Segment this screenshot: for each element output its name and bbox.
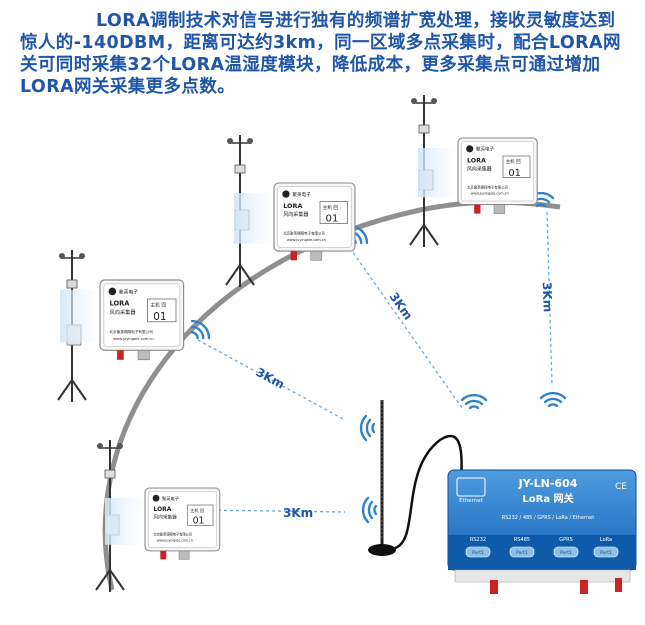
wifi-icon xyxy=(460,393,488,410)
distance-label-3: 3Km xyxy=(387,290,416,323)
connector-red xyxy=(615,578,622,592)
brand-logo-icon xyxy=(108,287,117,296)
sensor-addr-label: 主机 回 xyxy=(323,204,339,211)
port-label-rs485: RS485 xyxy=(514,537,530,543)
sensor-name: 风向采集器 xyxy=(110,308,137,316)
sensor-brand: 聚英电子 xyxy=(476,146,494,153)
wifi-icon xyxy=(190,319,211,340)
port-label-rs232: RS232 xyxy=(470,537,486,543)
sensor-brand: 聚英电子 xyxy=(162,495,180,502)
sensor-url: www.juyingele.com.cn xyxy=(471,192,509,196)
sensor-company: 北京聚英翱翔电子有限公司 xyxy=(283,231,325,236)
gateway-device: Ethernet JY-LN-604 LoRa 网关 CE RS232 / 48… xyxy=(447,469,637,594)
sensor-model: LORA xyxy=(154,506,172,513)
sensor-addr-label: 主机 回 xyxy=(190,507,204,514)
terminal-block xyxy=(454,569,631,583)
ethernet-port-icon xyxy=(456,477,486,497)
cable-gland xyxy=(310,250,323,261)
intro-paragraph: LORA调制技术对信号进行独有的频谱扩宽处理，接收灵敏度达到惊人的-140DBM… xyxy=(20,11,621,97)
connector-red xyxy=(580,580,588,594)
sensor-name: 风向采集器 xyxy=(467,165,492,172)
sensor-name: 风向采集器 xyxy=(154,514,178,521)
port-label-gprs: GPRS xyxy=(559,537,573,543)
sensor-addr: 01 xyxy=(508,168,521,179)
cable-gland xyxy=(493,204,506,214)
sensor-company: 北京聚英翱翔电子有限公司 xyxy=(154,532,193,537)
sensor-company: 北京聚英翱翔电子有限公司 xyxy=(110,329,154,334)
sensor-model: LORA xyxy=(467,157,486,164)
sensor-name: 风向采集器 xyxy=(283,211,308,218)
port-label-lora: LoRa xyxy=(600,537,612,543)
ethernet-label: Ethernet xyxy=(459,498,484,504)
sensor-url: www.juyingele.com.cn xyxy=(113,337,153,341)
sensor-addr: 01 xyxy=(326,214,339,225)
antenna-connector xyxy=(474,204,481,214)
sensor-addr: 01 xyxy=(193,516,205,527)
wifi-icon xyxy=(361,496,378,524)
brand-logo-icon xyxy=(282,190,290,198)
gateway-name: LoRa 网关 xyxy=(522,492,573,505)
port-tag: Port1 xyxy=(600,550,612,556)
port-connector xyxy=(465,546,491,558)
sensor-brand: 聚英电子 xyxy=(292,191,311,198)
wifi-icons xyxy=(190,191,567,524)
link-line-1 xyxy=(199,509,346,513)
sensor-url: www.juyingele.com.cn xyxy=(157,539,193,543)
distance-label-4: 3Km xyxy=(540,282,555,313)
link-line-2 xyxy=(197,339,346,421)
distance-label-1: 3Km xyxy=(283,506,313,520)
wifi-icon xyxy=(539,391,567,408)
port-tag: Port1 xyxy=(560,550,572,556)
distance-label-2: 3Km xyxy=(254,365,287,392)
sensor-brand: 聚英电子 xyxy=(119,288,138,295)
port-connector xyxy=(593,546,619,558)
brand-logo-icon xyxy=(466,145,474,153)
antenna-connector xyxy=(290,251,297,261)
gateway-features: RS232 / 485 / GPRS / LoRa / Ethernet xyxy=(502,515,594,521)
sensor-company: 北京聚英翱翔电子有限公司 xyxy=(467,184,508,189)
ce-mark: CE xyxy=(615,482,627,492)
cable-gland xyxy=(178,550,190,560)
antenna-connector xyxy=(117,350,124,360)
connector-red xyxy=(490,580,498,594)
port-tag: Port1 xyxy=(516,550,528,556)
antenna-connector xyxy=(160,550,167,560)
brand-logo-icon xyxy=(152,494,160,502)
port-connector xyxy=(509,546,535,558)
gateway-model: JY-LN-604 xyxy=(518,477,578,490)
wifi-icon xyxy=(359,414,376,442)
sensor-addr-label: 主机 回 xyxy=(150,302,166,309)
cable-gland xyxy=(137,350,150,361)
sensor-addr: 01 xyxy=(153,311,166,323)
sensor-model: LORA xyxy=(283,202,302,210)
link-line-4 xyxy=(546,211,553,386)
port-tag: Port1 xyxy=(472,550,484,556)
sensor-url: www.juyingele.com.cn xyxy=(287,238,326,242)
sensor-model: LORA xyxy=(110,300,131,308)
link-line-3 xyxy=(349,247,463,409)
sensor-addr-label: 主机 回 xyxy=(506,158,521,165)
port-connector xyxy=(553,546,579,558)
